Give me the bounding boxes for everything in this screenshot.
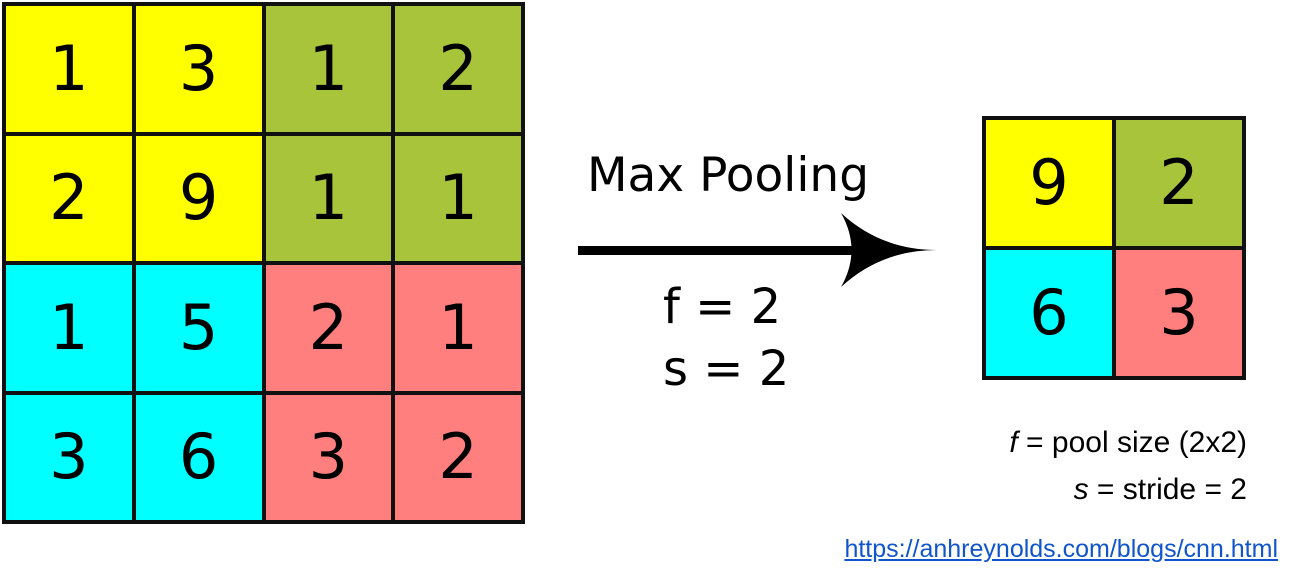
input-cell-value: 1 bbox=[438, 290, 478, 364]
input-cell: 2 bbox=[6, 135, 132, 261]
output-cell-value: 2 bbox=[1159, 146, 1199, 219]
source-link[interactable]: https://anhreynolds.com/blogs/cnn.html bbox=[844, 535, 1278, 563]
input-cell: 1 bbox=[6, 265, 132, 391]
input-cell-value: 5 bbox=[178, 290, 219, 364]
legend-f-symbol: f bbox=[1009, 426, 1018, 459]
input-cell-value: 2 bbox=[49, 161, 89, 235]
input-cell-value: 3 bbox=[308, 420, 349, 494]
output-cell: 3 bbox=[1116, 250, 1242, 376]
input-cell-value: 1 bbox=[308, 161, 349, 235]
input-cell-value: 2 bbox=[308, 290, 349, 364]
input-cell: 1 bbox=[265, 135, 392, 261]
input-cell-value: 9 bbox=[178, 161, 219, 235]
legend-s-text: = stride = 2 bbox=[1088, 473, 1247, 506]
input-cell-value: 1 bbox=[308, 31, 349, 105]
filter-size-param: f = 2 bbox=[663, 279, 782, 335]
input-cell: 5 bbox=[135, 265, 262, 391]
input-cell: 6 bbox=[135, 394, 262, 520]
input-cell: 9 bbox=[135, 135, 262, 261]
output-cell: 2 bbox=[1116, 120, 1242, 246]
input-cell: 2 bbox=[395, 6, 521, 132]
input-matrix: 1 3 1 2 2 9 1 1 1 5 2 1 3 6 3 2 bbox=[2, 2, 525, 524]
output-cell: 9 bbox=[986, 120, 1112, 246]
input-cell-value: 1 bbox=[438, 161, 478, 235]
input-cell-value: 3 bbox=[178, 31, 219, 105]
operation-title: Max Pooling bbox=[587, 148, 870, 203]
input-cell-value: 6 bbox=[178, 420, 219, 494]
output-cell: 6 bbox=[986, 250, 1112, 376]
input-cell: 2 bbox=[395, 394, 521, 520]
input-cell: 1 bbox=[265, 6, 392, 132]
legend-f-text: = pool size (2x2) bbox=[1017, 426, 1247, 459]
stride-param: s = 2 bbox=[663, 341, 790, 397]
input-cell: 3 bbox=[135, 6, 262, 132]
legend-s-symbol: s bbox=[1073, 473, 1089, 506]
legend-stride: s = stride = 2 bbox=[1074, 473, 1247, 507]
input-cell-value: 2 bbox=[438, 31, 478, 105]
output-cell-value: 3 bbox=[1159, 276, 1199, 349]
legend-pool-size: f = pool size (2x2) bbox=[1009, 426, 1247, 460]
input-cell: 3 bbox=[265, 394, 392, 520]
input-cell-value: 1 bbox=[49, 31, 89, 105]
right-arrow-icon bbox=[578, 213, 937, 287]
output-cell-value: 6 bbox=[1029, 276, 1069, 349]
input-cell: 1 bbox=[395, 265, 521, 391]
output-cell-value: 9 bbox=[1029, 146, 1069, 219]
input-cell: 1 bbox=[395, 135, 521, 261]
input-cell: 1 bbox=[6, 6, 132, 132]
input-cell: 3 bbox=[6, 394, 132, 520]
input-cell-value: 1 bbox=[49, 290, 89, 364]
output-matrix: 9 2 6 3 bbox=[982, 116, 1246, 380]
input-cell-value: 3 bbox=[49, 420, 89, 494]
input-cell-value: 2 bbox=[438, 420, 478, 494]
input-cell: 2 bbox=[265, 265, 392, 391]
